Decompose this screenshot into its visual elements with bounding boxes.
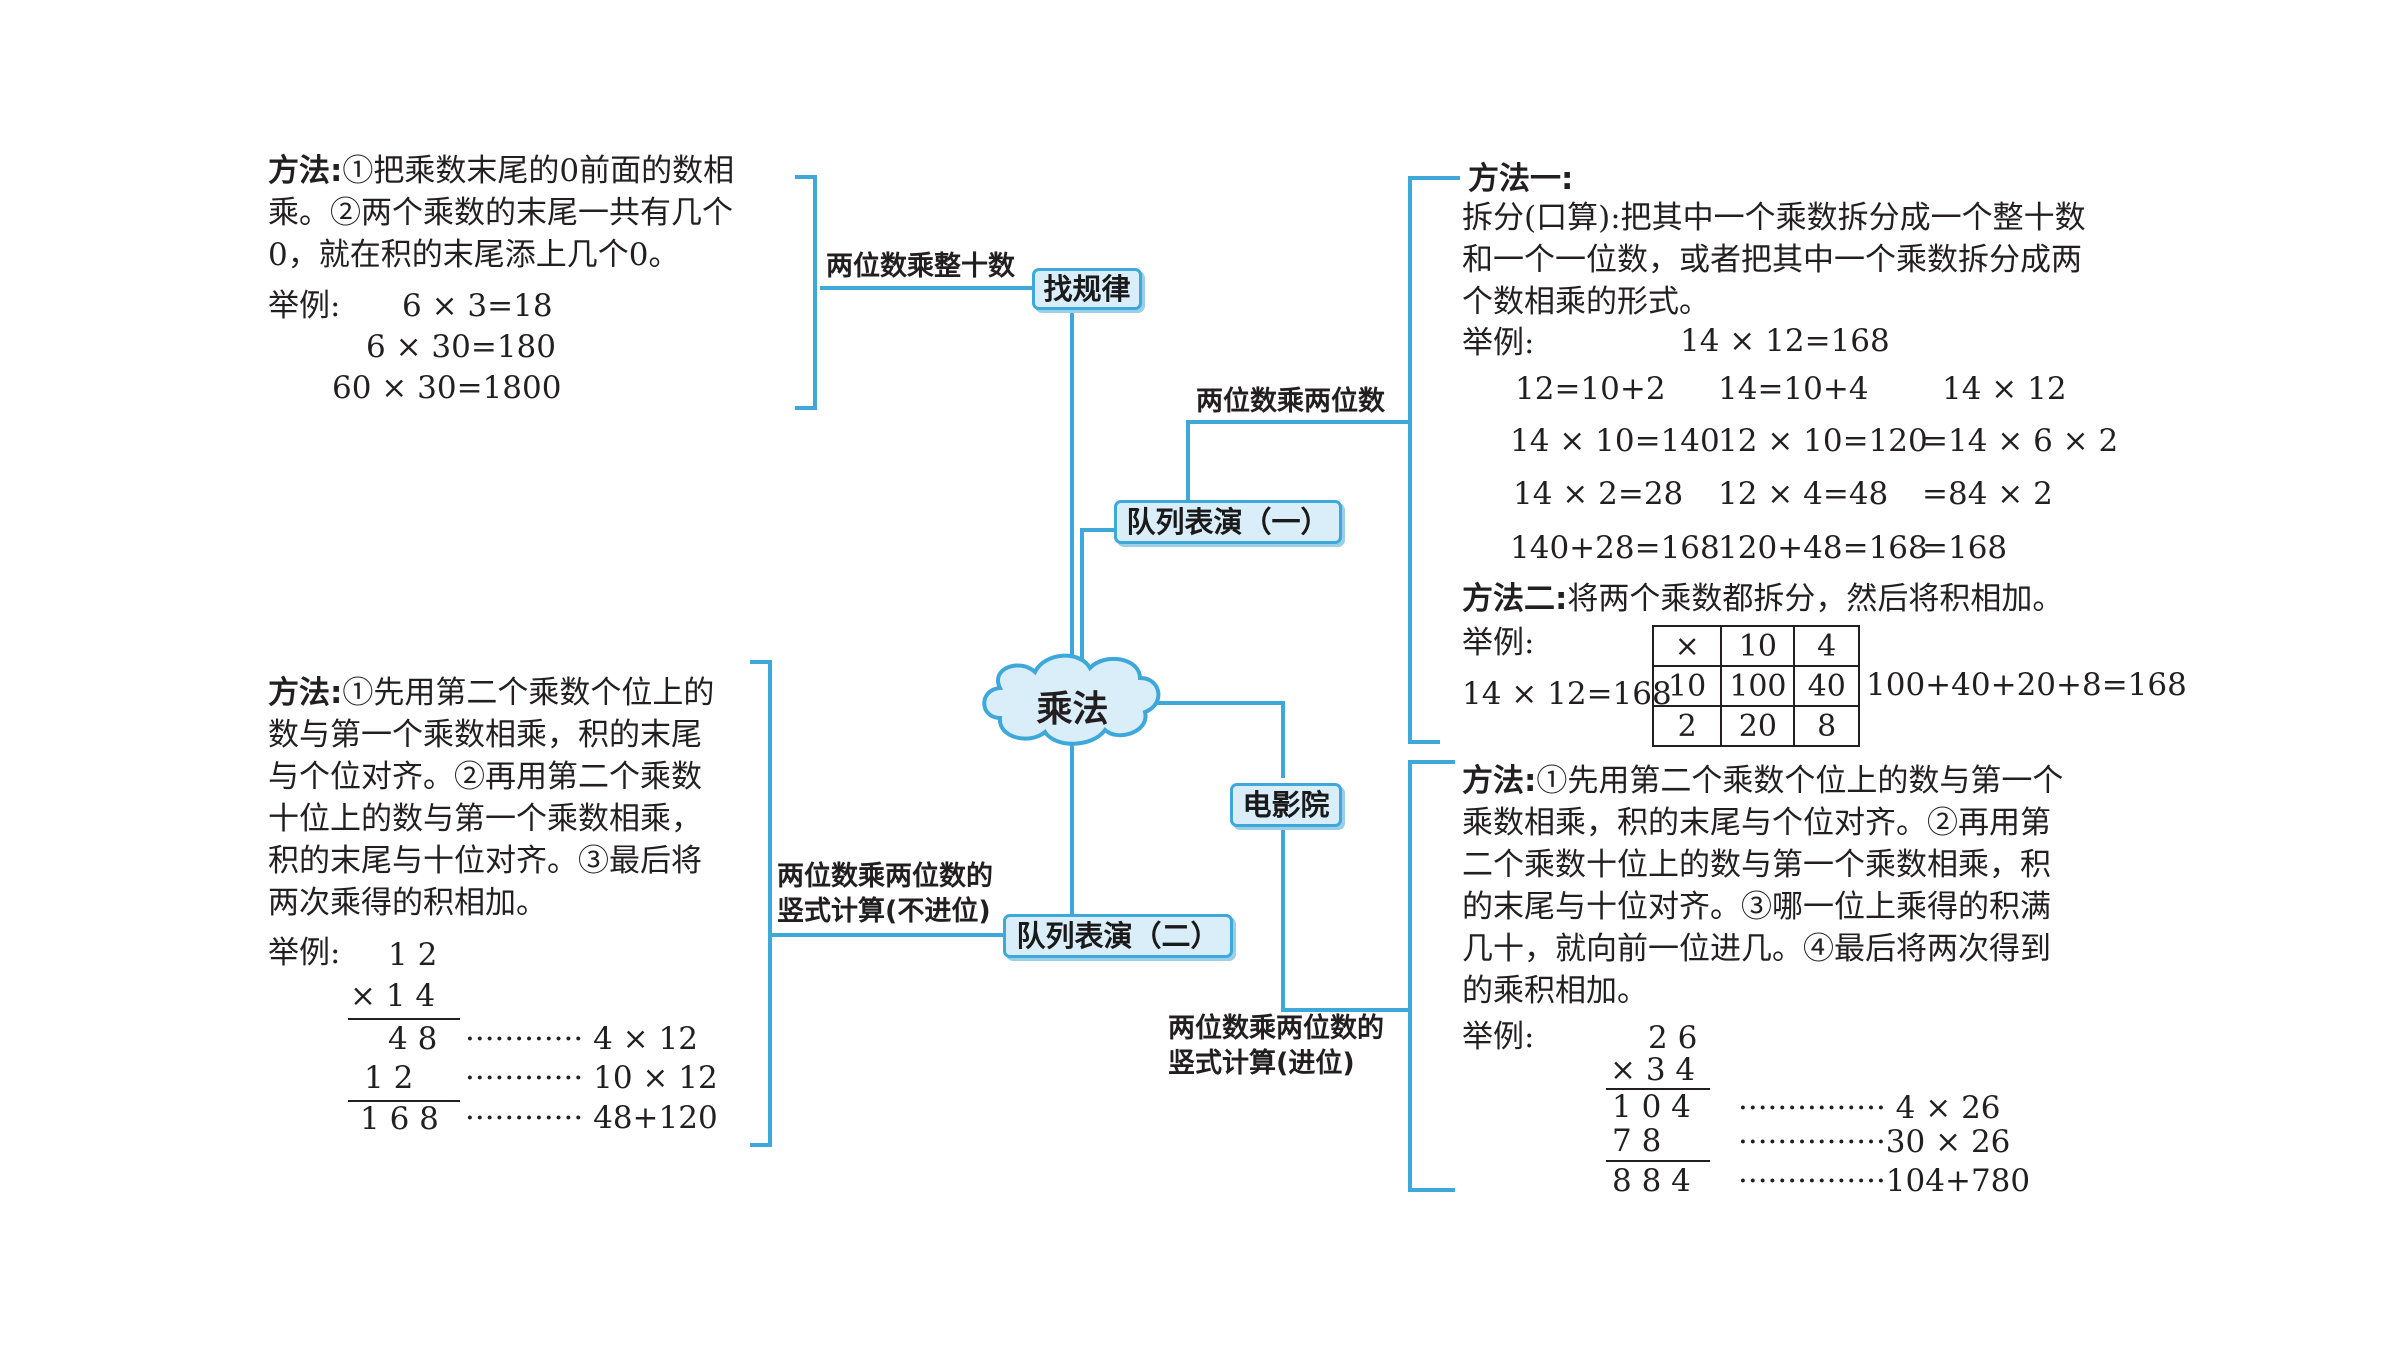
method-line: 二个乘数十位上的数与第一个乘数相乘，积 — [1462, 847, 2051, 883]
method-line: 乘数相乘，积的末尾与个位对齐。②再用第 — [1462, 805, 2051, 841]
calc-note: ············ 48+120 — [465, 1100, 718, 1136]
example-label: 举例: — [268, 935, 341, 971]
calc-note: ···············30 × 26 — [1738, 1124, 2011, 1160]
calc-line: × 1 4 — [350, 978, 436, 1014]
example-line: 6 × 3=18 — [402, 288, 553, 324]
method-line: 0，就在积的末尾添上几个0。 — [268, 237, 680, 273]
col2-item: 12 × 10=120 — [1718, 423, 1928, 459]
calc-rule — [348, 1100, 460, 1102]
method-line: 十位上的数与第一个乘数相乘， — [268, 801, 702, 837]
split-grid: × 10 4 10 100 40 2 20 8 — [1651, 625, 1860, 747]
calc-note: ············ 10 × 12 — [465, 1060, 718, 1096]
method2-text: 将两个乘数都拆分，然后将积相加。 — [1567, 581, 2064, 617]
col3-item: 14 × 12 — [1942, 371, 2067, 407]
node-dui-lie-2: 队列表演（二） — [1003, 914, 1233, 958]
label-jin-wei-1: 两位数乘两位数的 — [1168, 1013, 1384, 1044]
label-bu-jin-wei-2: 竖式计算(不进位) — [777, 896, 991, 927]
calc-line: 1 2 — [364, 1060, 414, 1096]
grid-cell: 2 — [1651, 705, 1723, 747]
calc-line: 1 0 4 — [1612, 1089, 1691, 1125]
calc-line: × 3 4 — [1610, 1052, 1696, 1088]
label-zheng-shi: 两位数乘整十数 — [826, 251, 1015, 282]
method-line: 和一个一位数，或者把其中一个乘数拆分成两 — [1462, 242, 2082, 278]
method-line: 几十，就向前一位进几。④最后将两次得到 — [1462, 931, 2051, 967]
calc-line: 4 8 — [388, 1021, 438, 1057]
node-zhao-gui-lv: 找规律 — [1032, 268, 1142, 310]
method1-text: 拆分(口算):把其中一个乘数拆分成一个整十数 和一个一位数，或者把其中一个乘数拆… — [1462, 197, 2086, 323]
calc-line: 1 6 8 — [360, 1101, 439, 1137]
method-line: ①先用第二个乘数个位上的数与第一个 — [1536, 763, 2064, 799]
method-line: 乘。②两个乘数的末尾一共有几个 — [268, 195, 733, 231]
method-line: 与个位对齐。②再用第二个乘数 — [268, 759, 702, 795]
calc-line: 1 2 — [388, 937, 438, 973]
grid-cell: 100 — [1720, 665, 1796, 707]
example-label: 举例: — [268, 288, 341, 324]
grid-cell: × — [1651, 625, 1723, 667]
example2-label: 举例: — [1462, 625, 1535, 661]
cloud-shape — [982, 653, 1161, 746]
calc-rule — [348, 1018, 460, 1020]
method-line: 的乘积相加。 — [1462, 973, 1648, 1009]
method-line: 的末尾与十位对齐。③哪一位上乘得的积满 — [1462, 889, 2051, 925]
example-label: 举例: — [1462, 1019, 1535, 1055]
col1-item: 14 × 10=140 — [1510, 423, 1720, 459]
top-left-method: 方法:①把乘数末尾的0前面的数相 乘。②两个乘数的末尾一共有几个 0，就在积的末… — [268, 150, 734, 276]
method-line: 个数相乘的形式。 — [1462, 284, 1710, 320]
method-line: ①先用第二个乘数个位上的 — [342, 675, 715, 711]
node-dui-lie-1: 队列表演（一） — [1114, 500, 1342, 544]
example-line: 60 × 30=1800 — [332, 370, 562, 406]
grid-cell: 10 — [1651, 665, 1723, 707]
method-label: 方法: — [1462, 763, 1537, 799]
method-line: 数与第一个乘数相乘，积的末尾 — [268, 717, 702, 753]
label-jin-wei-2: 竖式计算(进位) — [1168, 1048, 1355, 1079]
label-liang-wei: 两位数乘两位数 — [1196, 386, 1385, 417]
col3-item: =14 × 6 × 2 — [1922, 423, 2119, 459]
grid-row: × 10 4 — [1651, 625, 1860, 667]
grid-cell: 40 — [1793, 665, 1860, 707]
method-label: 方法: — [268, 675, 343, 711]
node-dian-ying-yuan: 电影院 — [1230, 783, 1342, 827]
calc-line: 7 8 — [1612, 1123, 1662, 1159]
calc-line: 2 6 — [1648, 1020, 1698, 1056]
calc-line: 8 8 4 — [1612, 1163, 1691, 1199]
grid-cell: 20 — [1720, 705, 1796, 747]
calc-note: ············ 4 × 12 — [465, 1021, 698, 1057]
bottom-right-method: 方法:①先用第二个乘数个位上的数与第一个 乘数相乘，积的末尾与个位对齐。②再用第… — [1462, 760, 2063, 1012]
method-line: 积的末尾与十位对齐。③最后将 — [268, 843, 702, 879]
method-line: 拆分(口算):把其中一个乘数拆分成一个整十数 — [1462, 200, 2086, 236]
grid-cell: 8 — [1793, 705, 1860, 747]
col2-item: 12 × 4=48 — [1718, 476, 1889, 512]
label-bu-jin-wei-1: 两位数乘两位数的 — [777, 861, 993, 892]
grid-sum: 100+40+20+8=168 — [1866, 667, 2187, 703]
col1-item: 12=10+2 — [1515, 371, 1666, 407]
col1-item: 140+28=168 — [1510, 530, 1720, 566]
calc-note: ···············104+780 — [1738, 1163, 2031, 1199]
col2-item: 120+48=168 — [1718, 530, 1928, 566]
col3-item: =84 × 2 — [1922, 476, 2053, 512]
method-line: ①把乘数末尾的0前面的数相 — [342, 153, 735, 189]
grid-row: 10 100 40 — [1651, 665, 1860, 707]
example-head: 14 × 12=168 — [1680, 323, 1890, 359]
col1-item: 14 × 2=28 — [1513, 476, 1684, 512]
method2: 方法二:将两个乘数都拆分，然后将积相加。 — [1462, 578, 2063, 620]
grid-cell: 4 — [1793, 625, 1860, 667]
col2-item: 14=10+4 — [1718, 371, 1869, 407]
grid-row: 2 20 8 — [1651, 705, 1860, 747]
calc-note: ··············· 4 × 26 — [1738, 1090, 2001, 1126]
method-label: 方法: — [268, 153, 343, 189]
bottom-left-method: 方法:①先用第二个乘数个位上的 数与第一个乘数相乘，积的末尾 与个位对齐。②再用… — [268, 672, 714, 924]
calc-rule — [1606, 1088, 1710, 1090]
method-line: 两次乘得的积相加。 — [268, 885, 547, 921]
example-line: 6 × 30=180 — [366, 329, 556, 365]
calc-rule — [1606, 1160, 1710, 1162]
center-title: 乘法 — [1036, 689, 1109, 730]
example2-eq: 14 × 12=168 — [1462, 676, 1672, 712]
grid-cell: 10 — [1720, 625, 1796, 667]
example-label: 举例: — [1462, 325, 1535, 361]
method2-label: 方法二: — [1462, 581, 1568, 617]
col3-item: =168 — [1922, 530, 2008, 566]
method1-label: 方法一: — [1468, 161, 1574, 197]
